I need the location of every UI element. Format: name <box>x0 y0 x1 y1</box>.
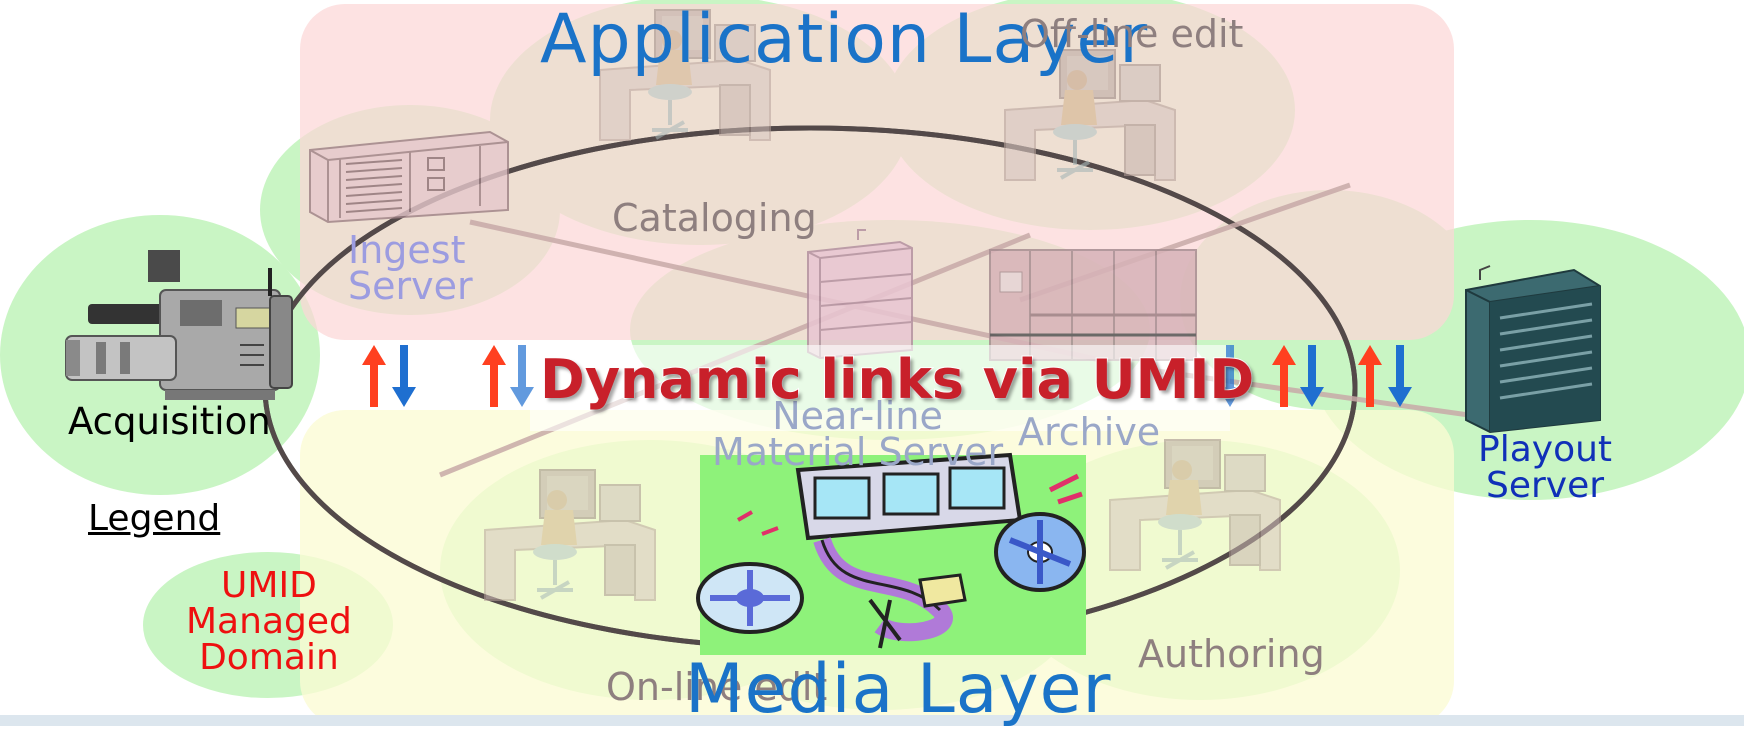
down-arrow-icon <box>1300 345 1324 407</box>
legend-title: Legend <box>88 498 221 539</box>
near-line-label: Near-line Material Server <box>712 394 1004 474</box>
archive-label: Archive <box>1018 410 1161 454</box>
up-arrow-icon <box>1272 345 1296 407</box>
playout-line-2: Server <box>1485 465 1605 506</box>
legend-line-1: UMID <box>221 565 317 606</box>
down-arrow-icon <box>510 345 534 407</box>
banner-backdrop <box>530 345 1230 431</box>
legend-umid-domain: UMID Managed Domain <box>186 568 352 676</box>
near-line-2: Material Server <box>712 430 1004 474</box>
cataloging-label: Cataloging <box>612 196 817 240</box>
video-camera-icon <box>65 250 293 400</box>
near-line-1: Near-line <box>772 394 943 438</box>
offline-edit-label: Off-line edit <box>1020 12 1244 56</box>
up-arrow-icon <box>482 345 506 407</box>
film-reel-clipart-icon <box>696 452 1086 655</box>
legend-line-3: Domain <box>199 637 339 678</box>
dynamic-links-banner: Dynamic links via UMID <box>539 347 1255 412</box>
down-arrow-icon <box>1388 345 1412 407</box>
playout-server-label: Playout Server <box>1478 432 1612 504</box>
up-arrow-icon <box>1358 345 1382 407</box>
down-arrow-icon <box>392 345 416 407</box>
ingest-server-label: Ingest Server <box>348 228 473 308</box>
ingest-server-icon <box>309 130 509 224</box>
ingest-line-2: Server <box>348 264 473 308</box>
acquisition-label: Acquisition <box>68 400 271 443</box>
archive-rack-icon <box>989 249 1197 361</box>
online-edit-label: On-line edit <box>606 665 828 709</box>
ingest-line-1: Ingest <box>348 228 466 272</box>
media-layer-title: Media Layer <box>685 650 1112 729</box>
legend-line-2: Managed <box>186 601 352 642</box>
authoring-label: Authoring <box>1138 632 1325 676</box>
application-layer-title: Application Layer <box>540 0 1149 79</box>
playout-server-icon <box>1465 265 1601 434</box>
playout-line-1: Playout <box>1478 429 1613 470</box>
up-arrow-icon <box>362 345 386 407</box>
down-arrow-icon <box>1218 345 1242 407</box>
link-arrows <box>362 345 1412 407</box>
